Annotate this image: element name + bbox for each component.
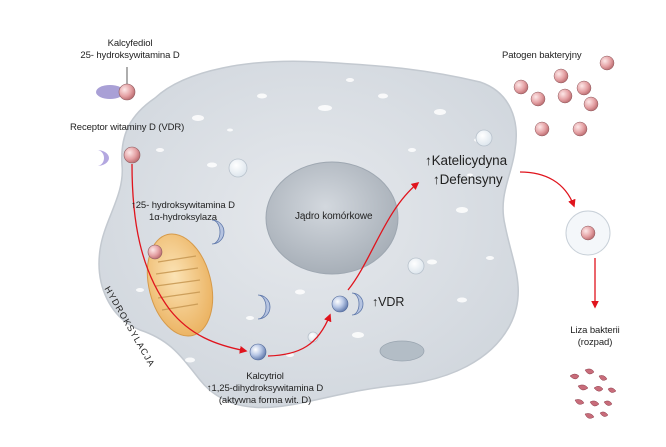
kalcyfediol-molecule xyxy=(96,67,136,101)
kalcytriol-label: Kalcytriol ↑1,25-dihydroksywitamina D (a… xyxy=(190,371,340,407)
hydroxylase-label-line1: ↑25- hydroksywitamina D xyxy=(131,200,235,211)
nucleus-label: Jądro komórkowe xyxy=(295,211,373,222)
kalcyfediol-label-line2: 25- hydroksywitamina D xyxy=(80,50,180,61)
pathogen-bacteria xyxy=(513,55,615,137)
receptor-vdr-molecule xyxy=(97,146,141,166)
katelicydyna-label: ↑Katelicydyna xyxy=(425,153,507,168)
vdr-crescents xyxy=(211,219,271,320)
vdr-label: ↑VDR xyxy=(372,295,405,309)
kalcytriol-label-line3: (aktywna forma wit. D) xyxy=(218,395,312,406)
liza-label-line1: Liza bakterii xyxy=(570,325,620,336)
kalcytriol-label-line2: ↑1,25-dihydroksywitamina D xyxy=(206,383,324,394)
phagosome xyxy=(565,210,611,256)
kalcyfediol-label-line1: Kalcyfediol xyxy=(107,38,153,49)
pathogen-label: Patogen bakteryjny xyxy=(502,50,582,61)
liza-label-line2: (rozpad) xyxy=(577,337,613,348)
liza-label: Liza bakterii (rozpad) xyxy=(550,325,640,349)
calcitriol-molecules xyxy=(249,343,267,361)
cell-nucleus xyxy=(265,161,399,275)
mitochondrion xyxy=(146,233,214,337)
kalcytriol-label-line1: Kalcytriol xyxy=(246,371,284,382)
hydroxylase-label-line2: 1α-hydroksylaza xyxy=(149,212,217,223)
vdr-complex xyxy=(331,292,364,316)
hydroxylase-label: ↑25- hydroksywitamina D 1α-hydroksylaza xyxy=(118,200,248,224)
hydroxylase-enzyme xyxy=(147,244,163,260)
pathway-arrows xyxy=(131,163,599,357)
kalcyfediol-label: Kalcyfediol 25- hydroksywitamina D xyxy=(80,38,180,62)
lysed-bacteria-debris xyxy=(569,368,617,419)
defensyny-label: ↑Defensyny xyxy=(433,172,503,187)
receptor-label: Receptor witaminy D (VDR) xyxy=(70,122,185,133)
